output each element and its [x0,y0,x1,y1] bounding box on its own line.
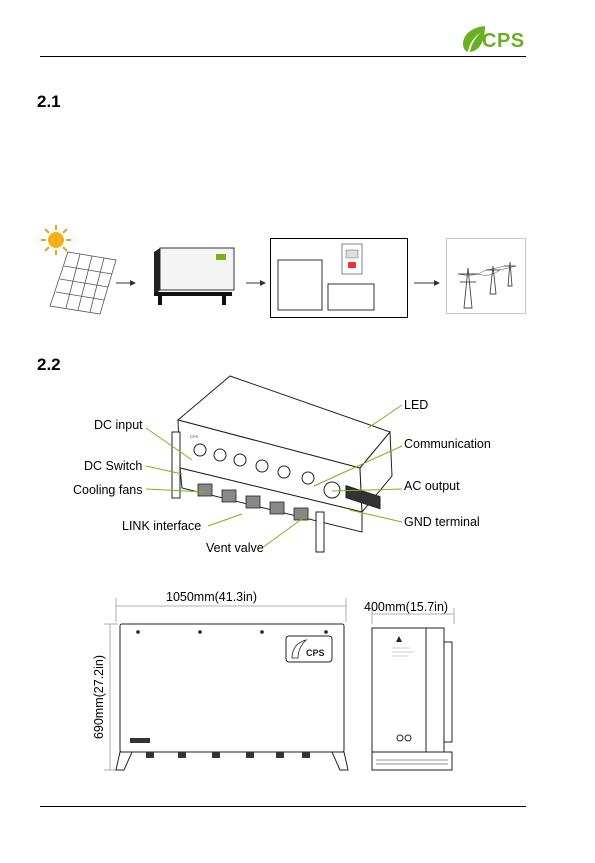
sun-icon [41,225,71,255]
leaf-logo-icon [463,26,485,52]
callout-communication: Communication [404,437,491,451]
section-heading-2-1: 2.1 [37,92,61,111]
svg-text:CPS: CPS [190,434,199,439]
arrow-right-icon [116,280,136,286]
callout-led: LED [404,398,429,412]
callout-link-interface: LINK interface [122,519,202,533]
dimension-depth-label: 400mm(15.7in) [364,600,449,614]
callout-ac-output: AC output [404,479,460,493]
arrow-right-icon [246,280,266,286]
inverter-small-icon [154,247,235,305]
inverter-isometric-illustration: CPS [171,375,393,553]
arrow-right-icon [414,280,440,286]
pv-array-icon [49,251,117,315]
inverter-front-view: CPS [115,623,349,771]
svg-text:CPS: CPS [306,648,325,658]
header-rule [40,56,526,57]
callout-vent-valve: Vent valve [206,541,264,555]
logo-text: CPS [482,30,525,52]
distribution-cabinet-icon [270,238,408,318]
section-heading-2-2: 2.2 [37,355,61,374]
callout-dc-switch: DC Switch [84,459,143,473]
callout-gnd-terminal: GND terminal [404,515,480,529]
dimension-width-label: 1050mm(41.3in) [166,590,258,604]
footer-rule [40,806,526,807]
dimension-height-label: 690mm(27.2in) [92,654,106,740]
inverter-side-view [371,627,453,771]
callout-dc-input: DC input [94,418,143,432]
callout-cooling-fans: Cooling fans [73,483,143,497]
grid-tower-icon [446,238,526,314]
